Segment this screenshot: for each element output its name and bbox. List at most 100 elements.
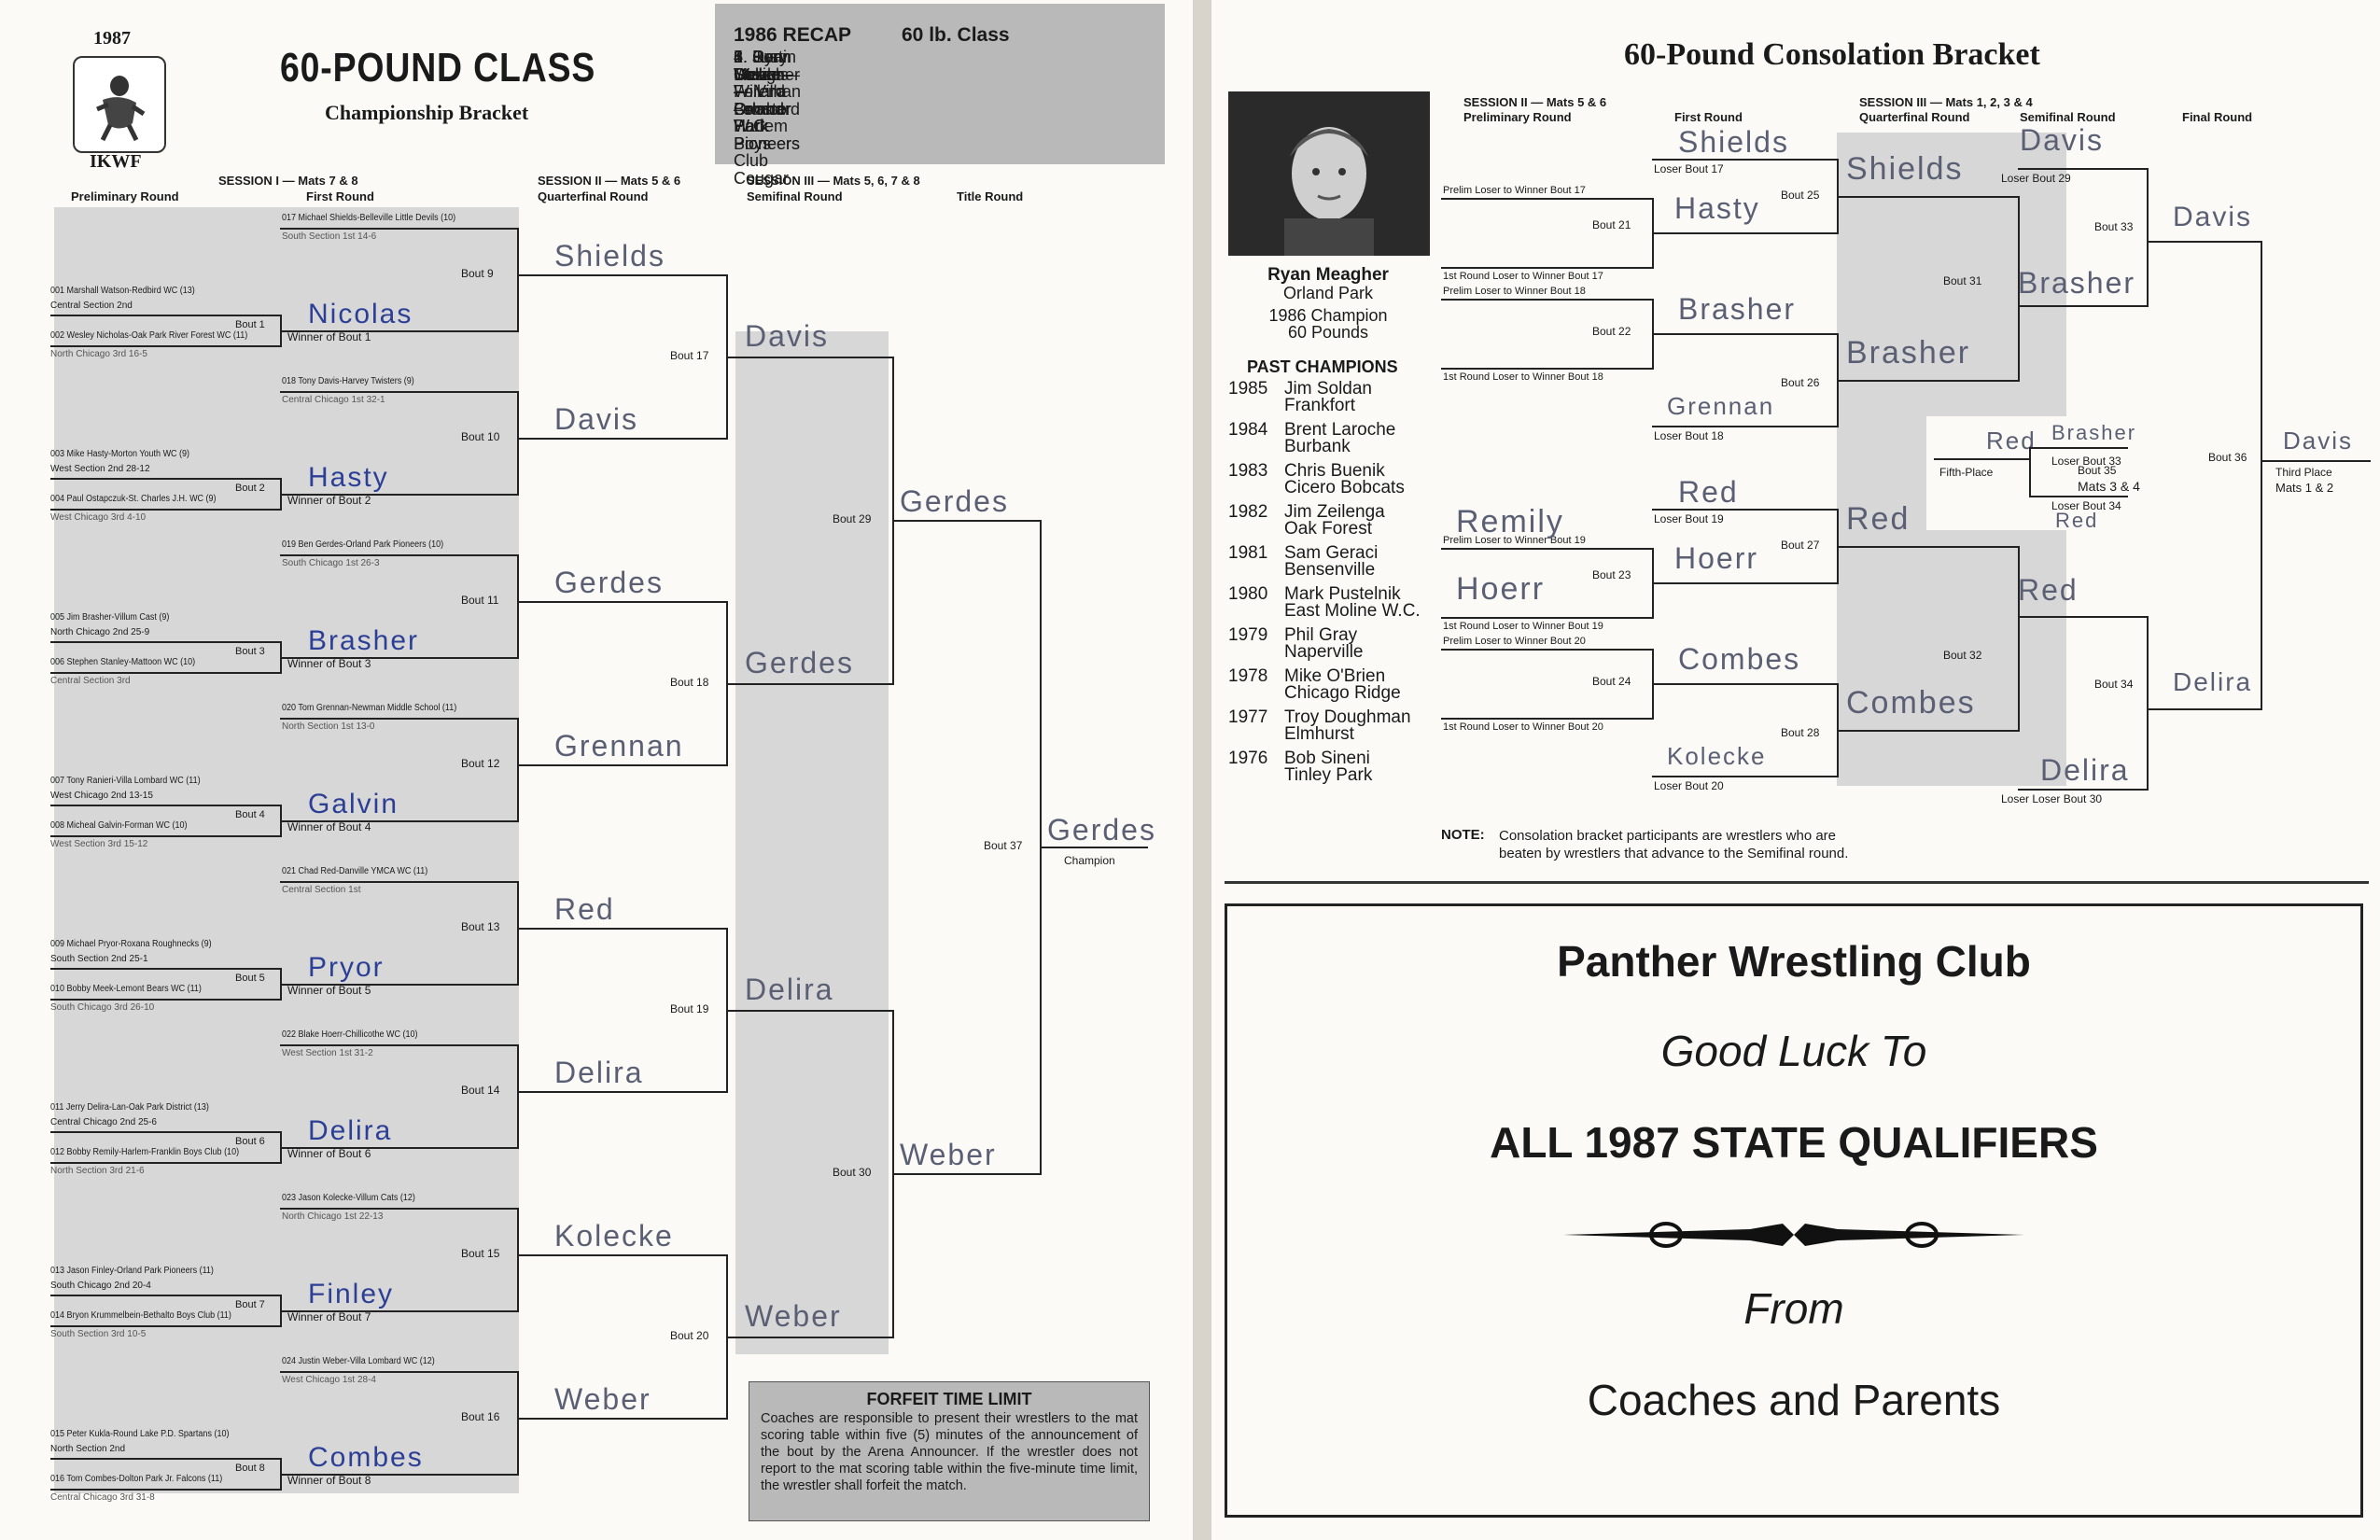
handwritten-prelim-winner: Hasty	[308, 462, 389, 493]
bracket-line	[517, 438, 728, 440]
handwritten-name: Delira	[2040, 753, 2130, 787]
bout-label: Bout 27	[1781, 539, 1820, 552]
bracket-line	[517, 1208, 519, 1312]
prelim-loser-label: Prelim Loser to Winner Bout 18	[1443, 286, 1586, 297]
past-champion-name: Chris Buenik	[1284, 461, 1385, 481]
past-champion-year: 1985	[1228, 379, 1268, 399]
bracket-line	[50, 1458, 282, 1460]
first-round-bout-label: Bout 14	[461, 1084, 500, 1097]
past-champion-year: 1980	[1228, 584, 1268, 604]
prelim-bout-label: Bout 7	[235, 1299, 265, 1310]
bracket-line	[280, 391, 519, 393]
prelim-loser-label: Prelim Loser to Winner Bout 19	[1443, 535, 1586, 546]
past-champion-year: 1984	[1228, 420, 1268, 440]
past-champion-name: Sam Geraci	[1284, 543, 1379, 563]
bracket-line	[1652, 582, 1839, 584]
prelim-entrant-name: 005 Jim Brasher-Villum Cast (9)	[50, 612, 170, 623]
bracket-line	[517, 1091, 728, 1093]
prelim-bout-label: Bout 1	[235, 319, 265, 330]
first-round-bout-label: Bout 12	[461, 757, 500, 770]
forfeit-text: Coaches are responsible to present their…	[761, 1411, 1138, 1493]
handwritten-semifinal-winner: Weber	[900, 1138, 997, 1171]
past-champions-heading: PAST CHAMPIONS	[1247, 357, 1398, 376]
winner-label: Winner of Bout 3	[287, 657, 371, 670]
bracket-line	[1441, 368, 1654, 370]
prelim-entrant-record: South Chicago 3rd 26-10	[50, 1002, 155, 1013]
prelim-bout-label: Bout 2	[235, 483, 265, 494]
prelim-bout-label: Bout 6	[235, 1136, 265, 1147]
quarterfinal-bout-label: Bout 19	[670, 1002, 709, 1015]
mats-label: Mats 3 & 4	[2078, 479, 2140, 494]
prelim-loser-label: Prelim Loser to Winner Bout 17	[1443, 185, 1586, 196]
quarterfinal-bout-label: Bout 18	[670, 676, 709, 689]
past-champion-town: Bensenville	[1284, 560, 1376, 580]
handwritten-name: Red	[1986, 427, 2037, 455]
header-session1: SESSION I — Mats 7 & 8	[218, 174, 358, 188]
winner-label: Winner of Bout 2	[287, 494, 371, 507]
bracket-line	[726, 1337, 894, 1338]
past-champion-town: Burbank	[1284, 437, 1351, 456]
loser-label: Loser Bout 29	[2001, 172, 2071, 185]
bracket-line	[892, 1173, 1042, 1175]
bracket-line	[50, 641, 282, 643]
note-text: Consolation bracket participants are wre…	[1499, 828, 1849, 861]
champion-town: Orland Park	[1282, 284, 1374, 302]
prelim-entrant-record: West Chicago 3rd 4-10	[50, 512, 147, 523]
bracket-line	[517, 274, 728, 276]
past-champion-year: 1978	[1228, 666, 1268, 686]
past-champion-town: Frankfort	[1284, 396, 1356, 415]
past-champion-name: Mark Pustelnik	[1284, 584, 1401, 604]
mats-label: Mats 1 & 2	[2275, 481, 2334, 495]
recap-line: 1. Ryan Meagher — Orland Park Pioneers	[734, 48, 801, 153]
handwritten-first-round-winner: Davis	[554, 402, 639, 436]
prelim-entrant-record: South Chicago 2nd 20-4	[50, 1281, 151, 1291]
fifth-place-label: Fifth-Place	[1939, 466, 1994, 479]
prelim-bout-label: Bout 4	[235, 809, 265, 820]
recap-line: 2. Cory Daker — Foreman Booster	[734, 48, 802, 119]
bracket-line	[280, 1310, 519, 1312]
champion-year: 1986 Champion	[1268, 306, 1388, 325]
bracket-line	[1441, 299, 1654, 301]
handwritten-prelim-winner: Nicolas	[308, 299, 413, 329]
past-champion-town: East Moline W.C.	[1284, 601, 1421, 621]
loser-label: Loser Bout 18	[1654, 429, 1724, 442]
bout-label: Bout 25	[1781, 189, 1820, 202]
bracket-line	[280, 1044, 519, 1046]
seed-entrant-name: 017 Michael Shields-Belleville Little De…	[282, 213, 456, 223]
past-champion-year: 1982	[1228, 502, 1268, 522]
champion-name: Ryan Meagher	[1267, 265, 1389, 285]
consolation-bracket-page: 60-Pound Consolation Bracket Ryan Meaghe…	[1211, 0, 2380, 1540]
prelim-entrant-name: 004 Paul Ostapczuk-St. Charles J.H. WC (…	[50, 494, 217, 504]
bracket-line	[726, 683, 894, 685]
consolation-title: 60-Pound Consolation Bracket	[1624, 37, 2040, 72]
prelim-entrant-name: 015 Peter Kukla-Round Lake P.D. Spartans…	[50, 1429, 230, 1439]
past-champion-name: Troy Doughman	[1284, 707, 1411, 727]
bracket-line	[1652, 776, 1839, 777]
seed-entrant-record: South Section 1st 14-6	[282, 231, 377, 242]
bout-label: Bout 26	[1781, 376, 1820, 389]
handwritten-name: Brasher	[2051, 421, 2137, 444]
bracket-line	[2018, 168, 2149, 170]
handwritten-champion: Gerdes	[1047, 813, 1156, 847]
handwritten-semifinal-winner: Gerdes	[900, 484, 1009, 518]
note-label: NOTE:	[1441, 827, 1485, 843]
winner-label: Winner of Bout 8	[287, 1474, 371, 1487]
bracket-line	[726, 357, 894, 358]
cons-header-prelim: Preliminary Round	[1463, 110, 1572, 124]
bracket-line	[50, 509, 282, 511]
bracket-line	[2147, 708, 2262, 710]
forfeit-heading: FORFEIT TIME LIMIT	[866, 1390, 1032, 1408]
loser-label: Loser Bout 17	[1654, 162, 1724, 175]
bracket-line	[2029, 447, 2031, 497]
first-round-bout-label: Bout 11	[461, 594, 499, 607]
winner-label: Winner of Bout 4	[287, 820, 371, 833]
ad-good-luck: Good Luck To	[1660, 1027, 1927, 1075]
bracket-line	[1652, 159, 1839, 161]
cons-header-session2: SESSION II — Mats 5 & 6	[1463, 95, 1607, 109]
championship-bracket-page: 1987 IKWF 60-POUND CLASS Championship Br…	[0, 0, 1193, 1540]
handwritten-prelim-winner: Finley	[308, 1279, 395, 1309]
bracket-line	[50, 478, 282, 480]
winner-label: Winner of Bout 6	[287, 1147, 371, 1160]
prelim-entrant-record: Central Section 2nd	[50, 301, 133, 311]
recap-line: 6. Steve Willard — Harlem Boys Club Coug…	[734, 48, 790, 188]
